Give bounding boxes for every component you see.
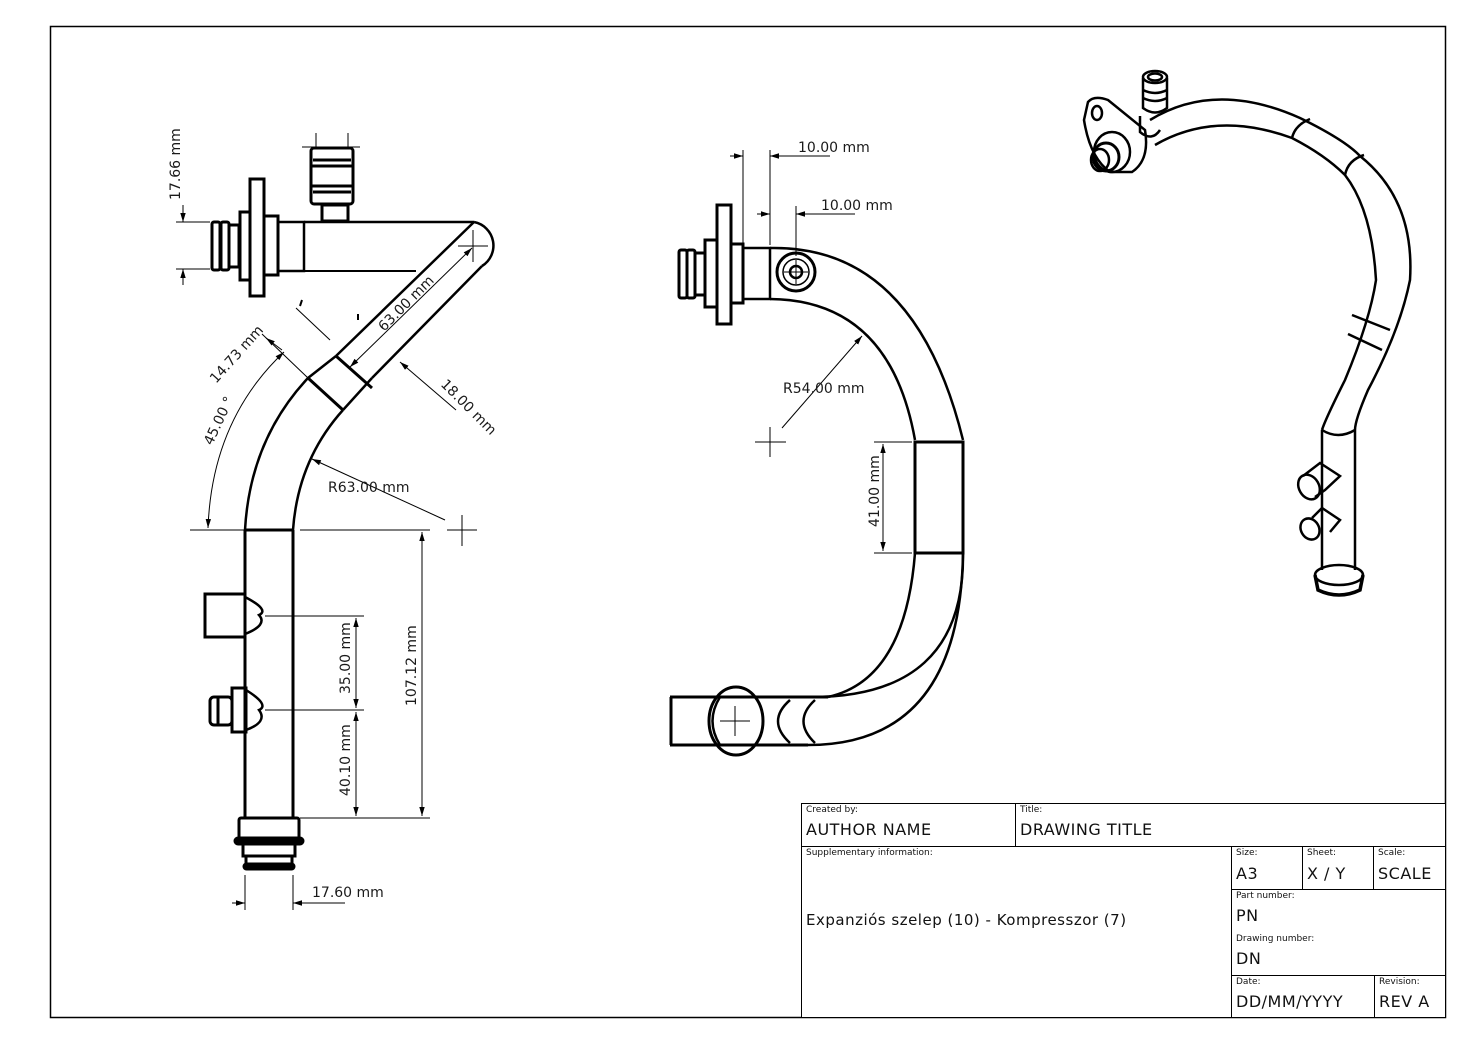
date-value: DD/MM/YYYY: [1236, 992, 1344, 1011]
top-left-fitting: [677, 203, 772, 326]
title-block: Created by: AUTHOR NAME Title: DRAWING T…: [801, 803, 1446, 1018]
top-view: [669, 203, 965, 757]
sheet-cell: Sheet: X / Y: [1303, 847, 1374, 890]
part-number-label: Part number:: [1236, 891, 1295, 901]
revision-value: REV A: [1379, 992, 1430, 1011]
side-left-fitting: [210, 177, 306, 298]
dim-end-diameter: 17.60 mm: [312, 885, 384, 901]
title-label: Title:: [1020, 805, 1043, 815]
dim-bend-angle: 45.00 °: [201, 394, 237, 447]
revision-cell: Revision: REV A: [1375, 976, 1445, 1017]
date-cell: Date: DD/MM/YYYY: [1232, 976, 1375, 1017]
dim-diagonal-length: 63.00 mm: [376, 273, 438, 335]
part-number-value: PN: [1236, 906, 1259, 925]
dim-tube-width: 18.00 mm: [437, 377, 499, 439]
scale-label: Scale:: [1378, 848, 1406, 858]
sheet-border: [49, 25, 1447, 1019]
side-bottom-fitting: [233, 816, 305, 871]
side-top-port: [302, 133, 360, 223]
size-cell: Size: A3: [1232, 847, 1303, 890]
scale-value: SCALE: [1378, 864, 1432, 883]
dim-top-bend-radius: R54.00 mm: [783, 381, 865, 397]
title-cell: Title: DRAWING TITLE: [1016, 804, 1445, 847]
dim-port-to-end: 40.10 mm: [338, 724, 354, 796]
revision-label: Revision:: [1379, 977, 1420, 987]
created-by-cell: Created by: AUTHOR NAME: [802, 804, 1016, 847]
drawing-number-label: Drawing number:: [1236, 934, 1315, 944]
size-label: Size:: [1236, 848, 1258, 858]
dim-segment-length: 14.73 mm: [207, 323, 267, 387]
drawing-number-value: DN: [1236, 949, 1262, 968]
dim-flange-height: 17.66 mm: [168, 128, 184, 200]
scale-cell: Scale: SCALE: [1374, 847, 1445, 890]
sheet-label: Sheet:: [1307, 848, 1337, 858]
side-port-1: [203, 592, 264, 639]
top-bottom-port: [707, 685, 765, 757]
supplementary-label: Supplementary information:: [806, 848, 933, 858]
dim-straight-length: 107.12 mm: [404, 625, 420, 706]
side-view-dimensions: [176, 205, 477, 910]
drawing-number-cell: Drawing number: DN: [1232, 933, 1445, 976]
size-value: A3: [1236, 864, 1259, 883]
supplementary-value: Expanziós szelep (10) - Kompresszor (7): [806, 911, 1127, 929]
side-port-2: [208, 686, 264, 734]
date-label: Date:: [1236, 977, 1261, 987]
isometric-view: [1082, 69, 1412, 597]
supplementary-cell: Supplementary information: Expanziós sze…: [802, 847, 1232, 1017]
dim-offset-1: 10.00 mm: [798, 140, 870, 156]
dim-top-segment-length: 41.00 mm: [867, 455, 883, 527]
dim-port-spacing: 35.00 mm: [338, 622, 354, 694]
created-by-value: AUTHOR NAME: [806, 820, 932, 839]
created-by-label: Created by:: [806, 805, 858, 815]
title-value: DRAWING TITLE: [1020, 820, 1153, 839]
dim-offset-2: 10.00 mm: [821, 198, 893, 214]
part-number-cell: Part number: PN: [1232, 890, 1445, 933]
dim-bend-radius: R63.00 mm: [328, 480, 410, 496]
top-view-dimension-labels: 10.00 mm 10.00 mm R54.00 mm 41.00 mm: [783, 140, 893, 527]
top-view-dimensions: [730, 150, 912, 554]
sheet-value: X / Y: [1307, 864, 1346, 883]
